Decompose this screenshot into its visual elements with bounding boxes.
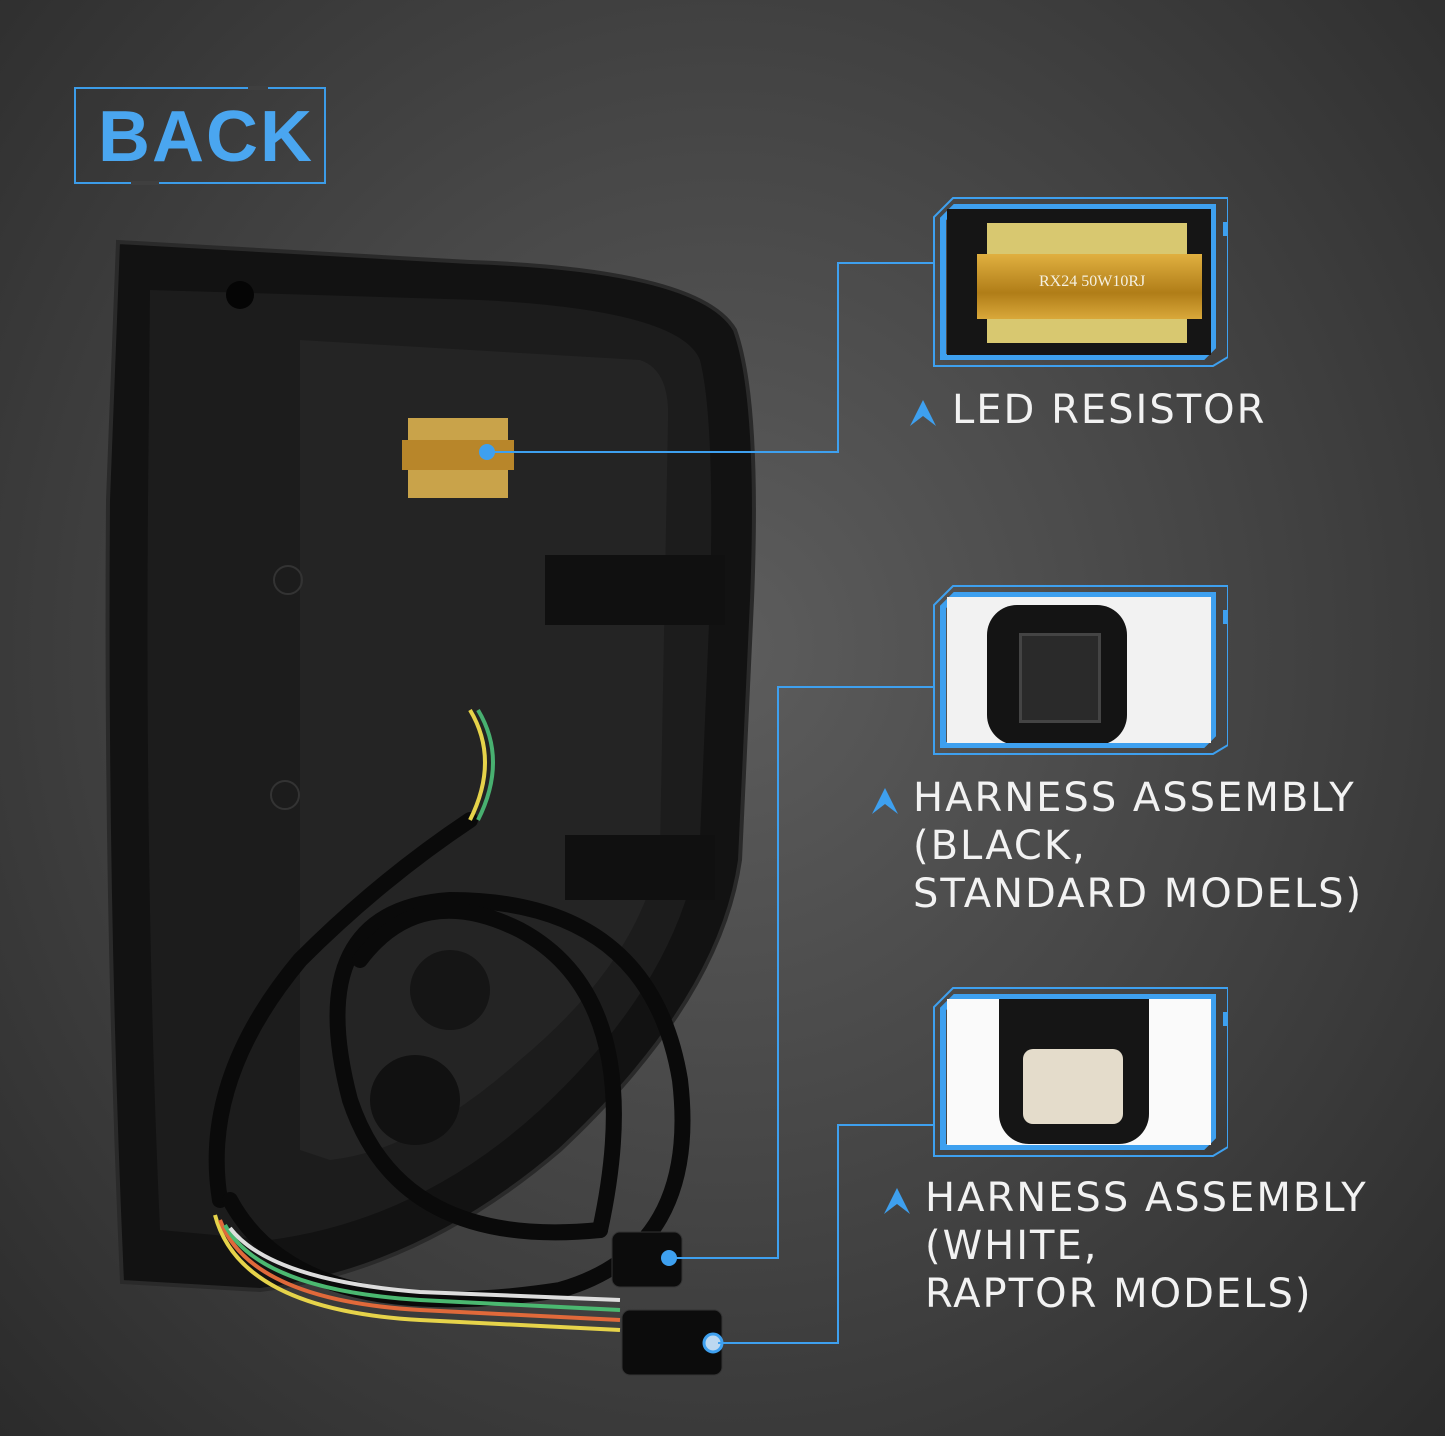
led-resistor-label: LED RESISTOR — [952, 387, 1267, 433]
white-harness-label: HARNESS ASSEMBLY (WHITE, RAPTOR MODELS) — [925, 1174, 1368, 1318]
black-harness-label: HARNESS ASSEMBLY (BLACK, STANDARD MODELS… — [913, 774, 1363, 918]
chevron-up-icon — [910, 400, 936, 426]
label-line: HARNESS ASSEMBLY — [913, 775, 1356, 821]
chevron-up-icon — [872, 788, 898, 814]
back-heading: BACK — [98, 97, 314, 177]
back-heading-box: BACK — [74, 86, 326, 185]
label-line: RAPTOR MODELS) — [925, 1271, 1313, 1317]
white-harness-inset — [933, 987, 1228, 1157]
led-resistor-inset: RX24 50W10RJ — [933, 197, 1228, 367]
label-line: STANDARD MODELS) — [913, 871, 1364, 917]
resistor-marking: RX24 50W10RJ — [1039, 273, 1146, 290]
chevron-up-icon — [884, 1188, 910, 1214]
black-harness-inset — [933, 585, 1228, 755]
label-line: (WHITE, — [925, 1223, 1099, 1269]
label-line: (BLACK, — [913, 823, 1087, 869]
label-line: HARNESS ASSEMBLY — [925, 1175, 1368, 1221]
